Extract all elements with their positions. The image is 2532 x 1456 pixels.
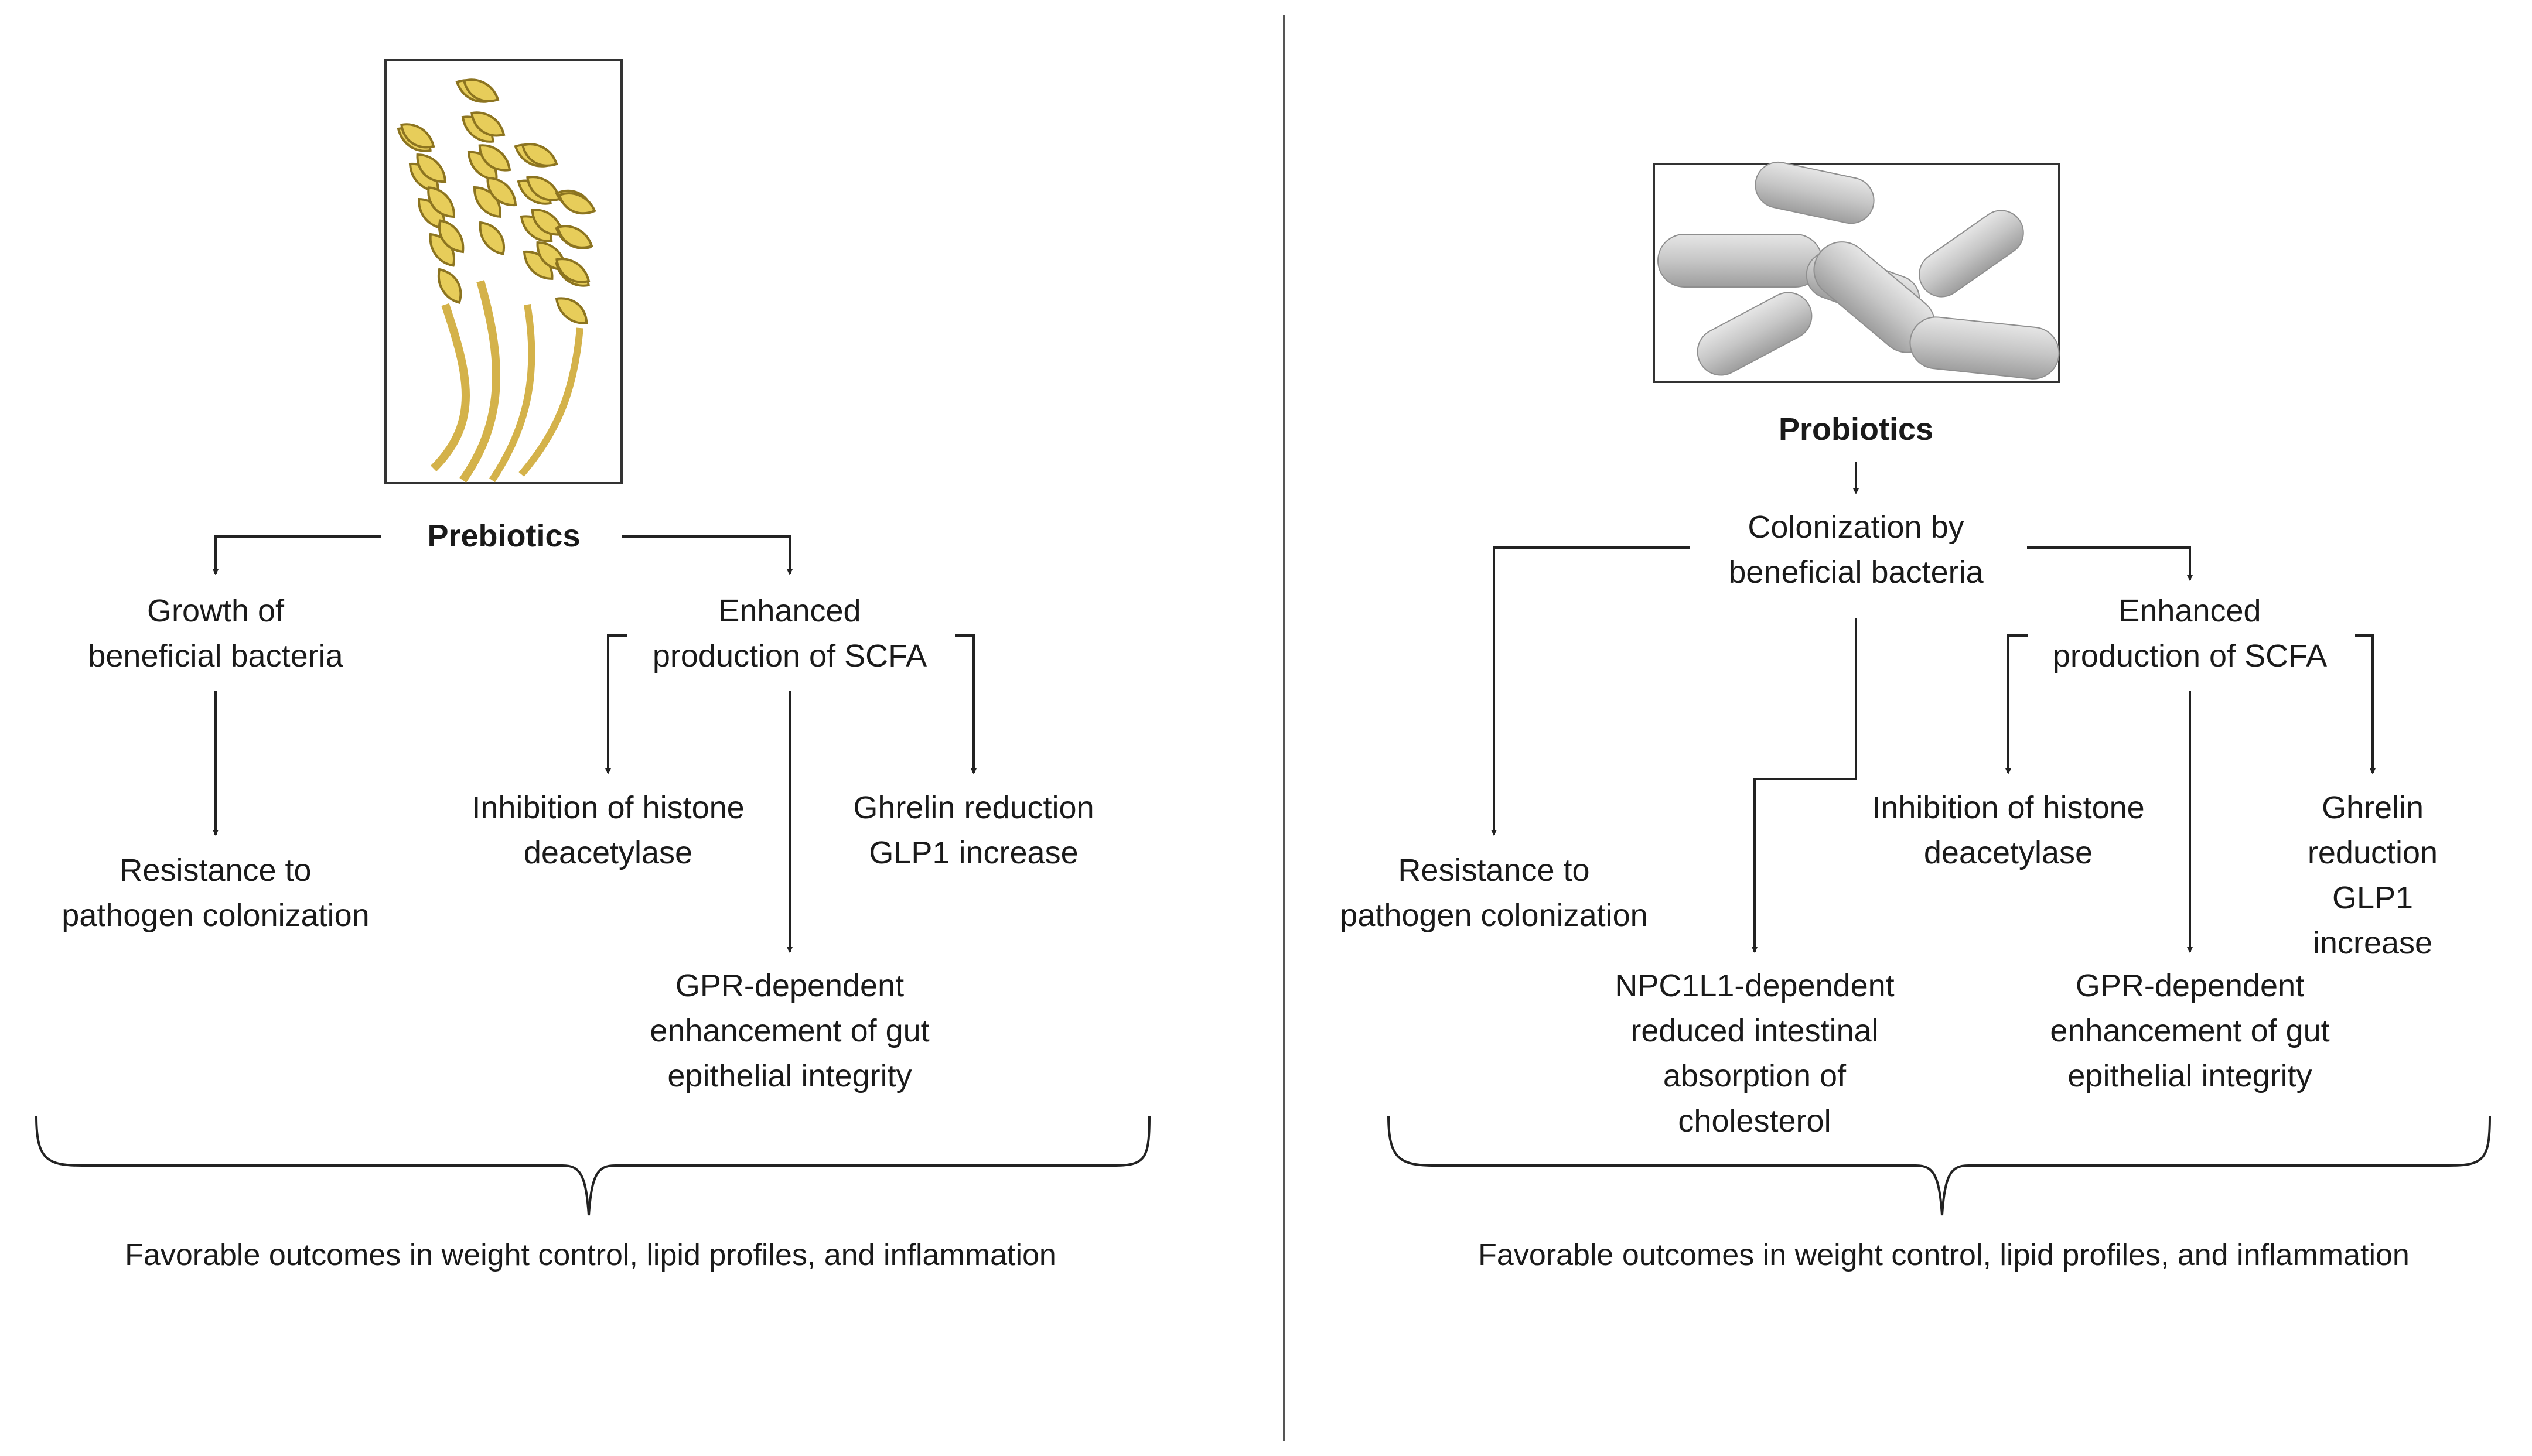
ghrelin-reduction-glp1-increase: Ghrelin reduction GLP1 increase (853, 790, 1094, 870)
inhibition-of-histone-deacetylase: Inhibition of histone deacetylase (472, 790, 745, 870)
ghrelin-reduction-glp1-increase-right: Ghrelin reduction GLP1 increase (2307, 790, 2438, 961)
growth-of-beneficial-bacteria: Growth of beneficial bacteria (88, 593, 343, 674)
favorable-outcomes-right: Favorable outcomes in weight control, li… (1478, 1238, 2410, 1272)
left-connectors (35, 535, 1151, 1216)
wheat-ears-icon (393, 76, 598, 483)
gpr-dependent-enhancement-right: GPR-dependent enhancement of gut epithel… (2050, 968, 2330, 1093)
enhanced-production-of-scfa-right: Enhanced production of SCFA (2052, 593, 2328, 674)
rod-bacteria-icon (1657, 161, 2060, 380)
prebiotics-title: Prebiotics (427, 518, 581, 553)
probiotics-title: Probiotics (1778, 412, 1934, 447)
inhibition-of-histone-deacetylase-right: Inhibition of histone deacetylase (1872, 790, 2145, 870)
resistance-to-pathogen-colonization: Resistance to pathogen colonization (62, 853, 370, 933)
colonization-by-beneficial-bacteria: Colonization by beneficial bacteria (1728, 510, 1984, 590)
npc1l1-dependent-cholesterol: NPC1L1-dependent reduced intestinal abso… (1615, 968, 1895, 1139)
right-connectors (1387, 462, 2491, 1216)
gpr-dependent-enhancement: GPR-dependent enhancement of gut epithel… (650, 968, 930, 1093)
enhanced-production-of-scfa: Enhanced production of SCFA (652, 593, 927, 674)
resistance-to-pathogen-colonization-right: Resistance to pathogen colonization (1340, 853, 1648, 933)
favorable-outcomes-left: Favorable outcomes in weight control, li… (125, 1238, 1056, 1272)
